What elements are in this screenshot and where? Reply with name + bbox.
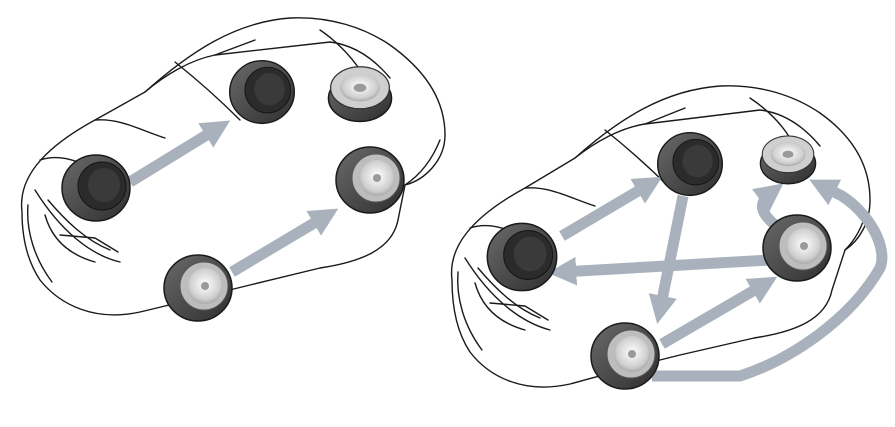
tire-rear-left xyxy=(228,59,296,125)
tire-front-right xyxy=(163,254,233,322)
tire-rear-right xyxy=(762,214,832,282)
arrow-rear-right-to-front-left xyxy=(547,254,771,286)
rotation-arrows-right xyxy=(547,176,888,382)
arrow-front-right-to-rear-right xyxy=(229,208,339,277)
tire-rear-left xyxy=(656,131,724,197)
tire-front-left xyxy=(61,154,131,222)
arrow-front-right-to-spare xyxy=(652,179,888,382)
tire-spare xyxy=(759,135,817,185)
tire-front-left xyxy=(486,222,558,292)
tire-rear-right xyxy=(335,146,405,214)
arrow-front-left-to-rear-left xyxy=(559,176,663,241)
arrow-front-right-to-rear-right xyxy=(659,276,778,349)
arrow-front-left-to-rear-left xyxy=(127,120,231,187)
tires-left xyxy=(61,59,405,322)
tire-spare xyxy=(327,66,393,123)
tires-right xyxy=(486,131,832,390)
rotation-arrows-left xyxy=(127,120,339,277)
car-outline-left xyxy=(20,17,446,316)
tire-front-right xyxy=(590,322,660,390)
arrow-rear-right-to-spare xyxy=(751,183,784,231)
arrow-rear-left-to-front-right xyxy=(648,194,689,325)
